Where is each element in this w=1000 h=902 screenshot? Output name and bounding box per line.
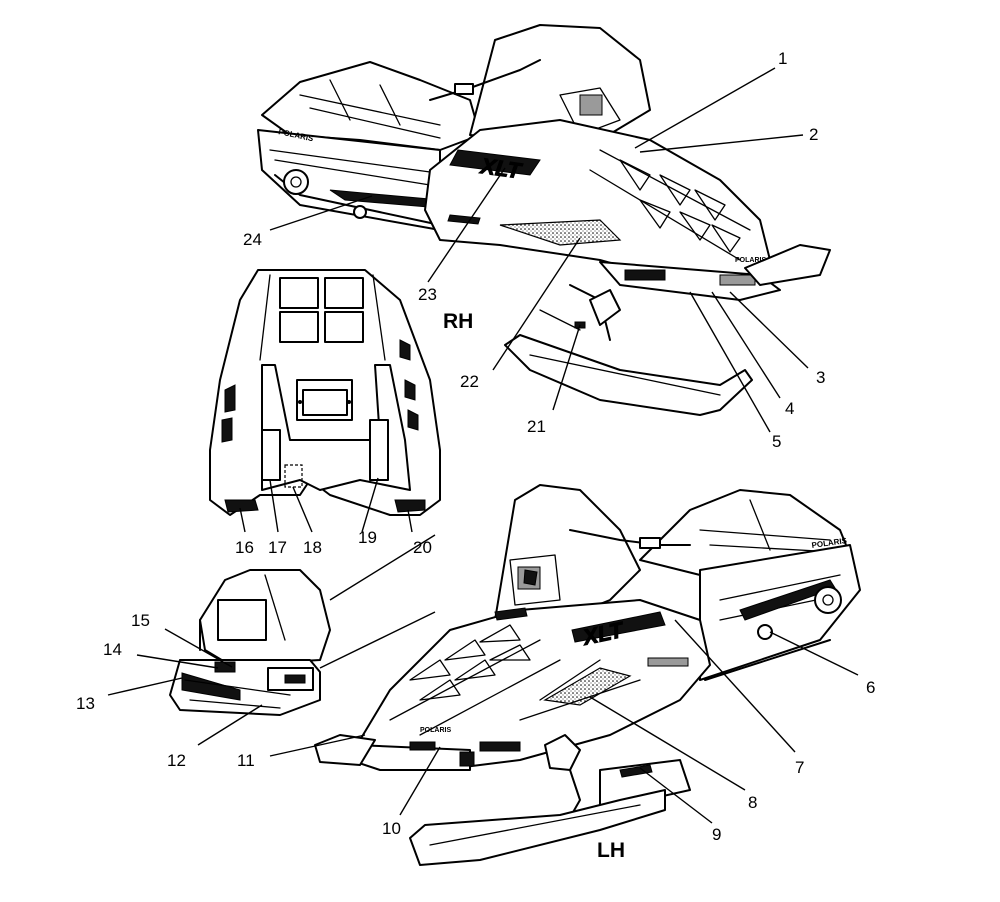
callout-22: 22 [460, 372, 479, 391]
callout-7: 7 [795, 758, 804, 777]
callout-10: 10 [382, 819, 401, 838]
brand-decal-front-lh: POLARIS [420, 727, 451, 734]
callout-11: 11 [237, 751, 255, 770]
callout-19: 19 [358, 528, 377, 547]
view-label-lh: LH [597, 839, 625, 862]
callout-21: 21 [527, 417, 546, 436]
callout-16: 16 [235, 538, 254, 557]
callout-12: 12 [167, 751, 186, 770]
callout-4: 4 [785, 399, 794, 418]
callout-18: 18 [303, 538, 322, 557]
callout-1: 1 [778, 49, 787, 68]
callout-labels: 1 2 3 4 5 6 7 8 9 10 11 12 13 14 15 16 1… [76, 49, 875, 862]
snowmobile-rh-view: POLARIS XLT POLARIS [257, 24, 831, 416]
callout-2: 2 [809, 125, 818, 144]
callout-15: 15 [131, 611, 150, 630]
callout-6: 6 [866, 678, 875, 697]
callout-3: 3 [816, 368, 825, 387]
callout-24: 24 [243, 230, 262, 249]
callout-17: 17 [268, 538, 287, 557]
callout-8: 8 [748, 793, 757, 812]
callout-13: 13 [76, 694, 95, 713]
hood-top-view [209, 269, 441, 516]
snowmobile-lh-view: POLARIS XLT [314, 484, 861, 866]
rear-view [169, 569, 331, 716]
callout-9: 9 [712, 825, 721, 844]
callout-23: 23 [418, 285, 437, 304]
leader-lines [107, 67, 859, 824]
callout-5: 5 [772, 432, 781, 451]
callout-14: 14 [103, 640, 122, 659]
callout-20: 20 [413, 538, 432, 557]
brand-decal-front-rh: POLARIS [735, 257, 766, 264]
view-label-rh: RH [443, 310, 473, 333]
